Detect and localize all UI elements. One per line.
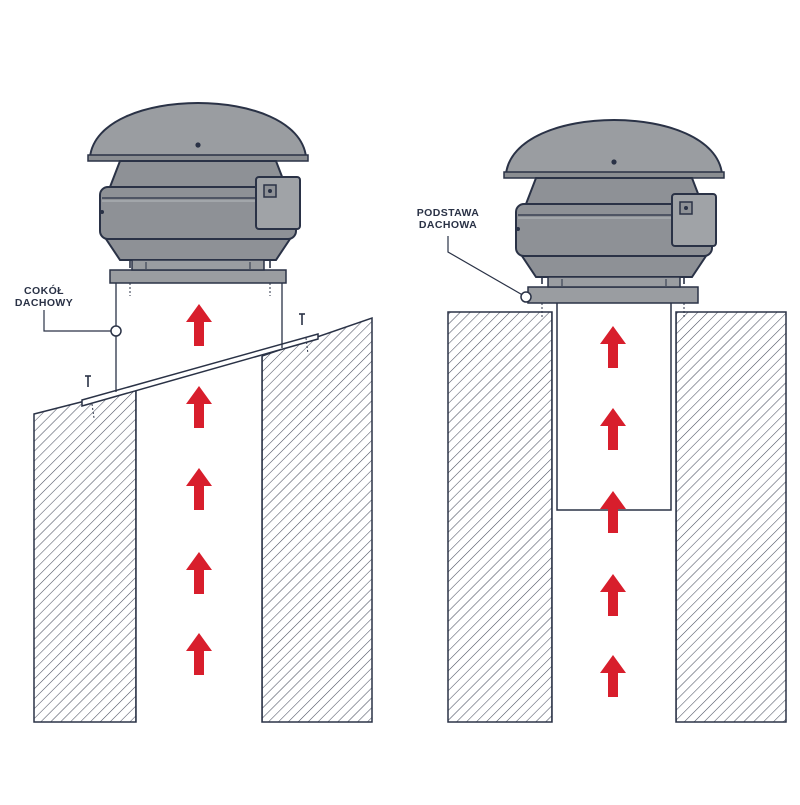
label-podstawa-line1: PODSTAWA [417, 207, 480, 219]
roof-base-plate [527, 286, 699, 304]
right-wall-inner [675, 311, 787, 723]
roof-fan-icon [503, 119, 725, 288]
screw-icon [84, 375, 92, 388]
left-assembly: COKÓŁ DACHOWY [15, 102, 373, 723]
callout-cokol-dachowy: COKÓŁ DACHOWY [15, 284, 122, 337]
right-assembly: PODSTAWA DACHOWA [417, 119, 787, 723]
callout-podstawa-dachowa: PODSTAWA DACHOWA [417, 207, 532, 303]
left-wall-outer [33, 387, 137, 723]
label-cokol-line2: DACHOWY [15, 297, 73, 309]
roof-plate [81, 333, 319, 407]
roof-fan-icon [87, 102, 309, 271]
right-wall-outer [447, 311, 553, 723]
roof-base-flange [109, 269, 287, 284]
screw-icon [298, 313, 306, 326]
label-cokol-line1: COKÓŁ [24, 284, 64, 297]
label-podstawa-line2: DACHOWA [419, 219, 477, 231]
left-wall-inner [261, 316, 373, 723]
